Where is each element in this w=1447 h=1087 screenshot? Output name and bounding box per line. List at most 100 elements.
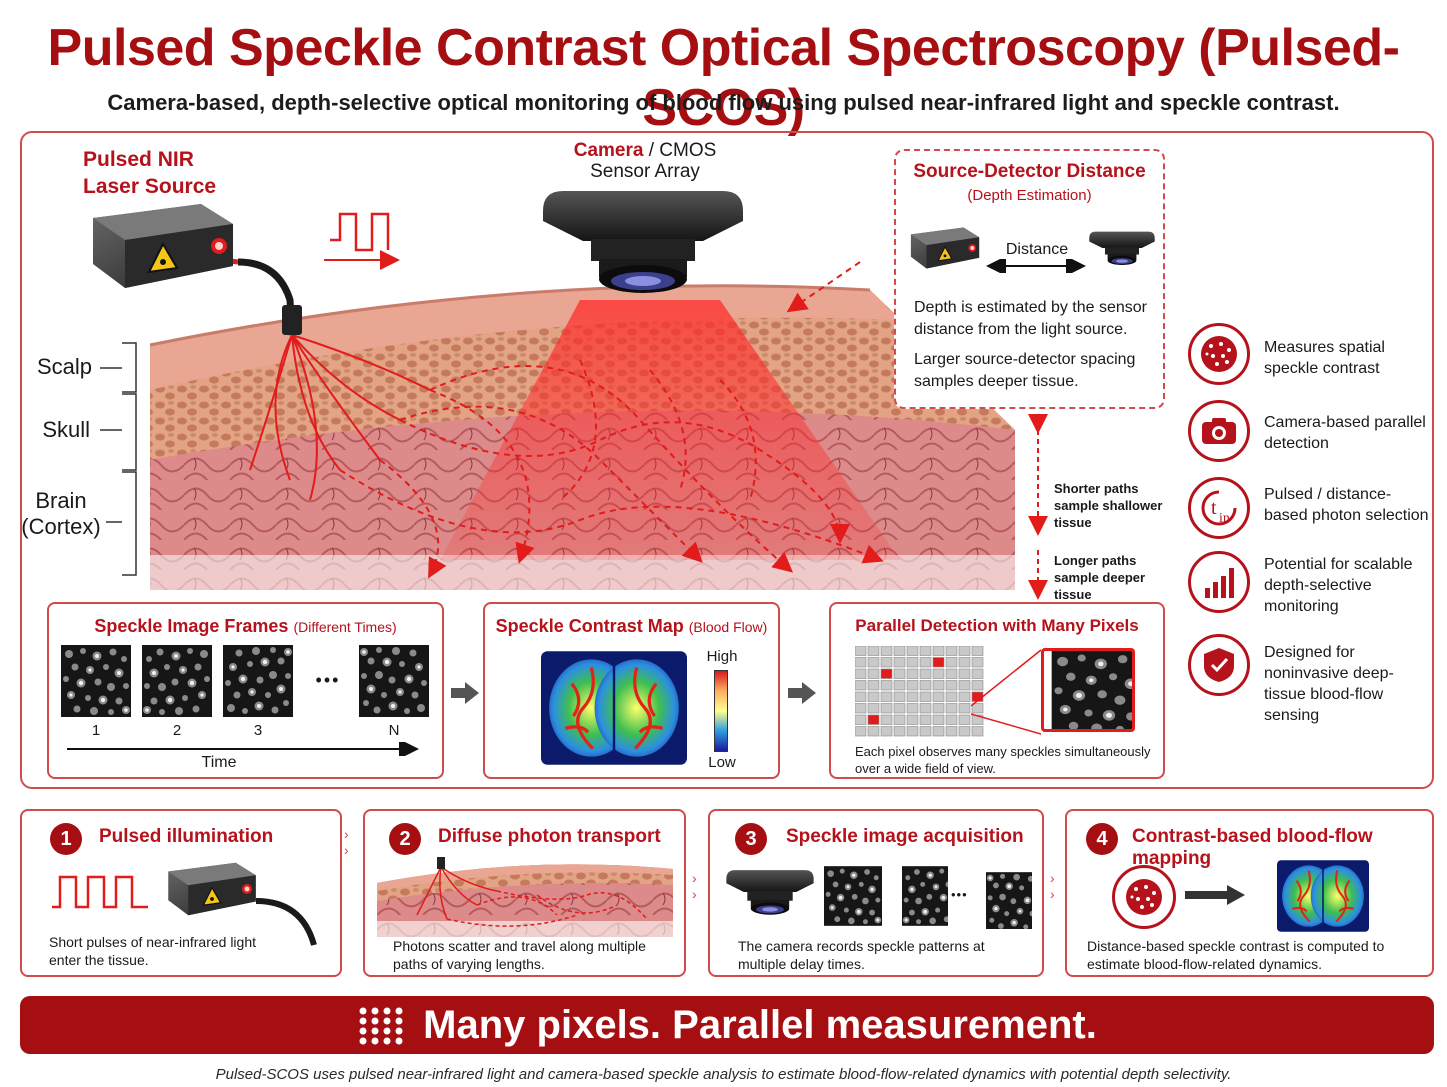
pixel-cell xyxy=(932,657,945,668)
pixel-cell xyxy=(919,657,932,668)
photon-paths-dashed xyxy=(339,359,884,579)
pixel-cell xyxy=(880,726,893,737)
step-number-3: 3 xyxy=(735,823,767,855)
frames-ellipsis: ••• xyxy=(315,670,341,690)
step-title-2: Diffuse photon transport xyxy=(438,826,661,847)
pixel-cell xyxy=(971,646,984,656)
pixel-cell xyxy=(958,691,971,702)
speckle-frame-3 xyxy=(223,645,293,717)
pixel-cell xyxy=(919,691,932,702)
step-title-4: Contrast-based blood-flow mapping xyxy=(1132,826,1373,869)
bar-chart-icon xyxy=(1188,551,1250,613)
frames-panel-subtitle: (Different Times) xyxy=(293,619,397,635)
sd-laser-icon xyxy=(906,221,984,275)
pixel-cell xyxy=(945,714,958,725)
pixel-cell xyxy=(867,668,880,679)
speckle-frame-n xyxy=(359,645,429,717)
pixel-cell xyxy=(893,657,906,668)
camera-device xyxy=(533,178,753,304)
pixel-cell xyxy=(880,703,893,714)
pixel-cell xyxy=(867,714,880,725)
layer-bracket xyxy=(100,342,137,576)
fiber-cable xyxy=(237,258,296,336)
pixel-cell xyxy=(919,703,932,714)
pixel-cell xyxy=(855,691,867,702)
sd-box-subtitle: (Depth Estimation) xyxy=(967,187,1092,204)
pixel-zoom-inset xyxy=(1041,648,1135,732)
frame-label-3: 3 xyxy=(253,722,263,739)
pixel-cell xyxy=(958,646,971,656)
banner-text: Many pixels. Parallel measurement. xyxy=(423,1002,1097,1047)
step-card-3: 3 Speckle image acquisition ••• The came… xyxy=(708,809,1044,977)
pixel-cell xyxy=(932,714,945,725)
pixel-grid-icon xyxy=(359,1007,403,1045)
step-desc-3: The camera records speckle patterns at m… xyxy=(738,938,985,972)
step-desc-2: Photons scatter and travel along multipl… xyxy=(393,938,646,972)
frame-label-1: 1 xyxy=(91,722,101,739)
sd-box-text-1: Depth is estimated by the sensor distanc… xyxy=(914,299,1148,338)
pixel-cell xyxy=(867,726,880,737)
pixel-cell xyxy=(971,657,984,668)
svg-text:in: in xyxy=(1219,511,1230,526)
frames-panel-title: Speckle Image Frames xyxy=(94,616,289,636)
step-card-2: 2 Diffuse photon transport Photons scatt… xyxy=(363,809,686,977)
page-title: Pulsed Speckle Contrast Optical Spectros… xyxy=(47,19,1400,137)
pulse-train-icon xyxy=(52,875,148,909)
pixel-cell xyxy=(971,714,984,725)
speckle-frame-1 xyxy=(61,645,131,717)
pixel-cell xyxy=(958,668,971,679)
footnote: Pulsed-SCOS uses pulsed near-infrared li… xyxy=(215,1066,1232,1083)
pixel-cell xyxy=(893,714,906,725)
contrast-panel-title: Speckle Contrast Map xyxy=(495,616,684,636)
pixel-cell xyxy=(893,703,906,714)
step-desc-4: Distance-based speckle contrast is compu… xyxy=(1087,938,1385,972)
pixel-cell xyxy=(880,680,893,691)
shield-icon xyxy=(1188,634,1250,696)
depth-note-shorter: Shorter paths sample shallower tissue xyxy=(1054,481,1163,530)
flow-arrow-1 xyxy=(451,682,479,704)
pixel-cell xyxy=(880,714,893,725)
pixel-cell xyxy=(855,657,867,668)
pixel-cell xyxy=(945,657,958,668)
step-camera-icon xyxy=(722,859,818,925)
step-brain-map xyxy=(1277,857,1369,935)
svg-text:t: t xyxy=(1211,497,1217,519)
pixel-cell xyxy=(855,726,867,737)
pixel-cell xyxy=(932,703,945,714)
pixel-cell xyxy=(906,680,919,691)
pixel-cell xyxy=(932,646,945,656)
pixel-cell xyxy=(945,691,958,702)
parallel-panel-title: Parallel Detection with Many Pixels xyxy=(855,616,1139,635)
contrast-brain-map xyxy=(541,644,687,772)
sd-box-text-2: Larger source-detector spacing samples d… xyxy=(914,351,1136,390)
pixel-cell xyxy=(919,714,932,725)
pixel-cell xyxy=(867,703,880,714)
pixel-cell xyxy=(958,657,971,668)
step-number-4: 4 xyxy=(1086,823,1118,855)
pixel-cell xyxy=(867,657,880,668)
pixel-cell xyxy=(971,726,984,737)
pixel-grid xyxy=(855,646,984,737)
step-speckle-frame-2 xyxy=(890,863,948,929)
step-title-1: Pulsed illumination xyxy=(99,826,274,847)
pixel-cell xyxy=(893,691,906,702)
step-number-1: 1 xyxy=(50,823,82,855)
pulse-waveform xyxy=(330,212,390,252)
speckle-frame-2 xyxy=(142,645,212,717)
pixel-cell xyxy=(855,680,867,691)
page-subtitle: Camera-based, depth-selective optical mo… xyxy=(107,90,1340,115)
step-speckle-icon xyxy=(1112,865,1176,929)
pixel-cell xyxy=(945,726,958,737)
time-axis-label: Time xyxy=(201,754,237,771)
depth-note-longer: Longer paths sample deeper tissue xyxy=(1054,553,1146,602)
pixel-cell xyxy=(945,680,958,691)
pixel-cell xyxy=(855,703,867,714)
contrast-map-panel: Speckle Contrast Map (Blood Flow) High L… xyxy=(483,602,780,779)
camera-icon xyxy=(1188,400,1250,462)
pixel-cell xyxy=(945,703,958,714)
pixel-cell xyxy=(932,691,945,702)
pixel-cell xyxy=(958,703,971,714)
pixel-cell xyxy=(906,657,919,668)
step-speckle-frame-1 xyxy=(824,863,882,929)
